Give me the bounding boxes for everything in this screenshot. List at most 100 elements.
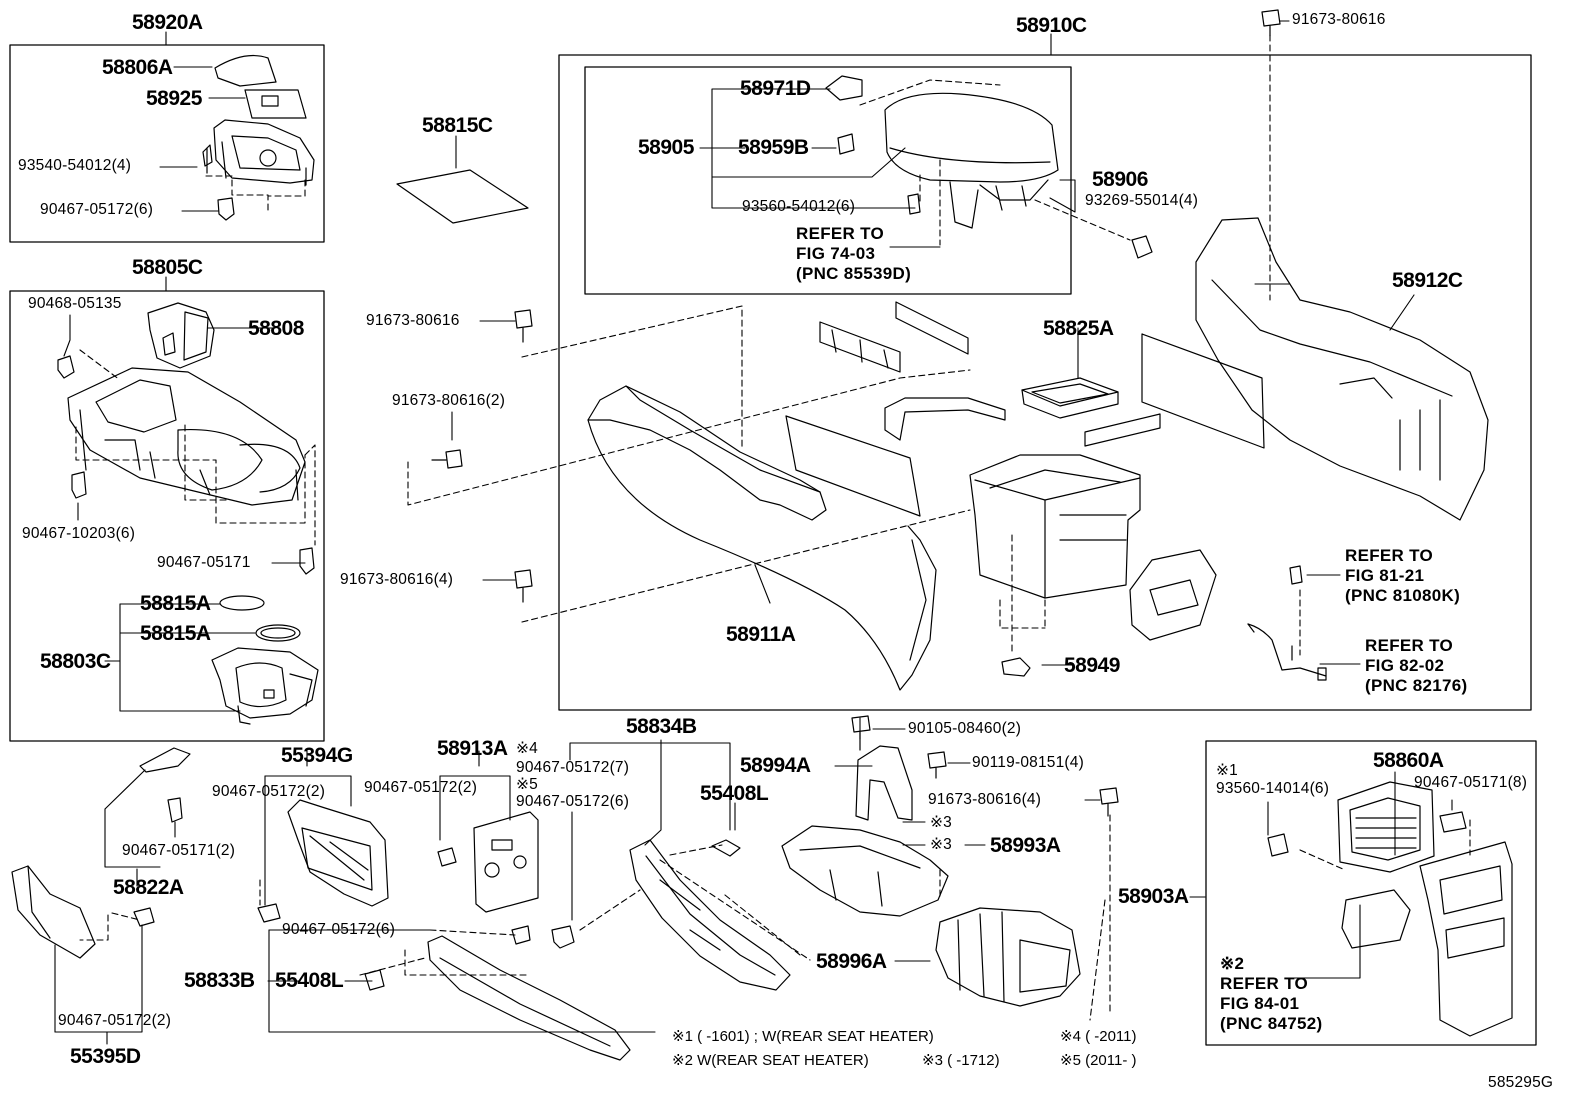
label-91673-80616-4b: 91673-80616(4) bbox=[928, 791, 1042, 808]
label-58912C: 58912C bbox=[1392, 269, 1463, 292]
label-58925: 58925 bbox=[146, 87, 202, 110]
label-90105-08460: 90105-08460(2) bbox=[908, 720, 1022, 737]
part-58815A-rings bbox=[219, 595, 301, 642]
label-58815C: 58815C bbox=[422, 114, 493, 137]
part-58808 bbox=[147, 302, 215, 369]
refer-fig-81-21: REFER TO FIG 81-21 (PNC 81080K) bbox=[1345, 546, 1460, 606]
diagram-code: 585295G bbox=[1488, 1074, 1554, 1091]
part-58834B bbox=[629, 839, 791, 991]
part-58815C bbox=[396, 169, 529, 224]
part-clip-e bbox=[133, 907, 155, 927]
footnote-2: ※2 W(REAR SEAT HEATER) bbox=[672, 1052, 869, 1069]
part-58949 bbox=[1001, 657, 1031, 677]
frame-58920A bbox=[9, 44, 325, 243]
part-bolt-left-b bbox=[431, 449, 463, 469]
frame-58910C bbox=[558, 54, 1532, 711]
footnote-3: ※3 ( -1712) bbox=[922, 1052, 1000, 1069]
part-clip-f bbox=[257, 903, 281, 923]
label-58903A: 58903A bbox=[1118, 885, 1189, 908]
label-58860A: 58860A bbox=[1373, 749, 1444, 772]
part-clip-g bbox=[437, 847, 457, 867]
part-58805C-panel bbox=[67, 367, 306, 506]
part-93269-screw bbox=[1131, 235, 1153, 259]
leader-lines bbox=[54, 20, 1453, 1045]
refer-fig-84-01-line1: REFER TO bbox=[1220, 974, 1309, 993]
label-55395D: 55395D bbox=[70, 1045, 141, 1068]
refer-fig-81-21-line3: (PNC 81080K) bbox=[1345, 586, 1461, 605]
label-90467-05172-2c: 90467-05172(2) bbox=[58, 1012, 172, 1029]
part-58860A-vent bbox=[1337, 781, 1435, 873]
part-55395D bbox=[11, 865, 96, 959]
label-58905: 58905 bbox=[638, 136, 694, 159]
label-91673-80616-a: 91673-80616 bbox=[366, 312, 460, 329]
label-91673-80616-top: 91673-80616 bbox=[1292, 11, 1386, 28]
label-58834B: 58834B bbox=[626, 715, 697, 738]
part-58911A bbox=[587, 385, 937, 691]
label-58949: 58949 bbox=[1064, 654, 1120, 677]
part-55394G bbox=[287, 799, 389, 907]
label-note-3a: ※3 bbox=[930, 814, 953, 831]
part-bracket-1 bbox=[819, 321, 901, 373]
label-58996A: 58996A bbox=[816, 950, 887, 973]
label-90467-05172-6c: 90467-05172(6) bbox=[282, 921, 396, 938]
part-clip-a bbox=[217, 197, 235, 221]
label-55394G: 55394G bbox=[281, 744, 353, 767]
refer-fig-74-03-line2: FIG 74-03 bbox=[796, 244, 876, 263]
footnote-5: ※5 (2011- ) bbox=[1060, 1052, 1137, 1069]
part-bracket-4 bbox=[1084, 413, 1161, 447]
label-58971D: 58971D bbox=[740, 77, 811, 100]
label-93560-14014: 93560-14014(6) bbox=[1216, 780, 1330, 797]
part-bracket-3 bbox=[884, 397, 1006, 441]
part-58822A bbox=[139, 747, 191, 773]
part-58825A-tray bbox=[1021, 377, 1119, 419]
refer-fig-82-02-line1: REFER TO bbox=[1365, 636, 1454, 655]
label-58833B: 58833B bbox=[184, 969, 255, 992]
part-pad-mid bbox=[785, 415, 921, 517]
label-58822A: 58822A bbox=[113, 876, 184, 899]
part-harness bbox=[1247, 623, 1327, 681]
part-clip-h bbox=[551, 925, 575, 949]
part-connector bbox=[1289, 565, 1303, 585]
part-58806A bbox=[214, 55, 277, 87]
label-90467-05171-2: 90467-05171(2) bbox=[122, 842, 236, 859]
label-58920A: 58920A bbox=[132, 11, 203, 34]
part-58996A bbox=[935, 907, 1081, 1007]
part-58803C-cupholder bbox=[211, 647, 319, 725]
part-bolt-left-a bbox=[514, 309, 533, 343]
label-90119-08151: 90119-08151(4) bbox=[972, 754, 1084, 771]
label-93540-54012: 93540-54012(4) bbox=[18, 157, 132, 174]
refer-fig-74-03: REFER TO FIG 74-03 (PNC 85539D) bbox=[796, 224, 911, 284]
label-58803C: 58803C bbox=[40, 650, 111, 673]
refer-fig-84-01-line0: ※2 bbox=[1220, 954, 1245, 973]
label-note-1: ※1 bbox=[1216, 762, 1239, 779]
part-bracket-5 bbox=[1129, 549, 1217, 641]
part-58833B bbox=[427, 935, 631, 1061]
label-90467-05172-6b: 90467-05172(6) bbox=[516, 793, 630, 810]
part-screw-93560-14014 bbox=[1267, 833, 1289, 857]
label-58959B: 58959B bbox=[738, 136, 809, 159]
part-58912C bbox=[1141, 217, 1489, 521]
label-58805C: 58805C bbox=[132, 256, 203, 279]
label-58910C: 58910C bbox=[1016, 14, 1087, 37]
dashed-lines bbox=[75, 34, 1471, 1021]
label-58906: 58906 bbox=[1092, 168, 1148, 191]
part-bracket-2 bbox=[895, 301, 969, 355]
part-58920A-panel bbox=[213, 119, 315, 186]
label-90467-10203: 90467-10203(6) bbox=[22, 525, 136, 542]
label-90467-05172-2b: 90467-05172(2) bbox=[364, 779, 478, 796]
part-bolt-90119 bbox=[927, 751, 947, 779]
label-91673-80616-4a: 91673-80616(4) bbox=[340, 571, 454, 588]
frame-58860A bbox=[1205, 740, 1537, 1046]
part-93540-screw bbox=[202, 144, 213, 174]
label-58806A: 58806A bbox=[102, 56, 173, 79]
label-90467-05172-2a: 90467-05172(2) bbox=[212, 783, 326, 800]
label-90468-05135: 90468-05135 bbox=[28, 295, 122, 312]
label-55408L-a: 55408L bbox=[700, 782, 769, 805]
label-90467-05172-7: 90467-05172(7) bbox=[516, 759, 630, 776]
label-58815A-2: 58815A bbox=[140, 622, 211, 645]
part-55408L-screw-a bbox=[711, 839, 741, 857]
refer-fig-74-03-line1: REFER TO bbox=[796, 224, 885, 243]
label-91673-80616-2: 91673-80616(2) bbox=[392, 392, 506, 409]
